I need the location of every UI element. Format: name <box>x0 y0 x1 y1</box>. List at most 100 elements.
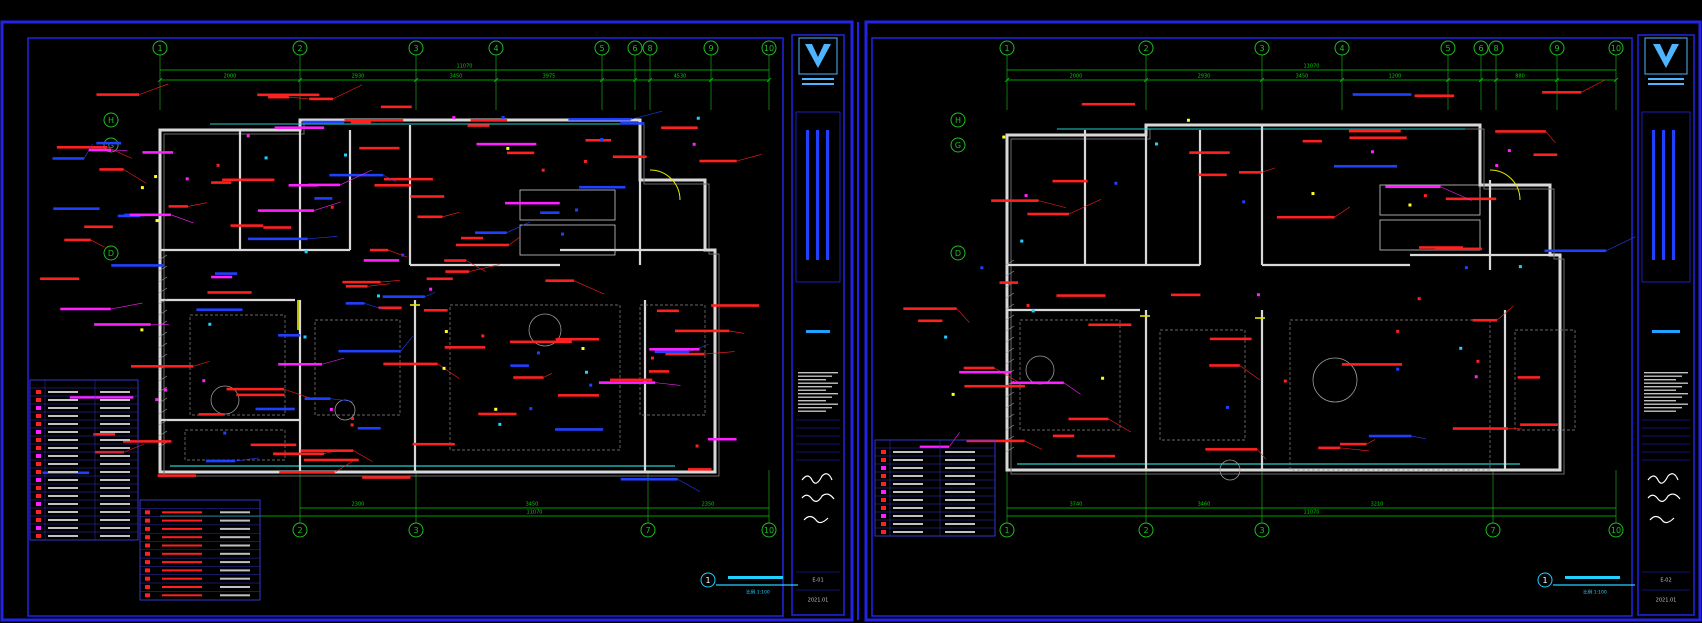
right-layer-red-note-38 <box>1052 434 1075 438</box>
right-layer-device-symbol-3 <box>1155 142 1159 146</box>
left-layer-red-note-7 <box>157 474 197 477</box>
right-layer-dim-bottom-0: 3740 <box>1070 502 1083 508</box>
right-layer-legend-note-6 <box>945 491 975 493</box>
right-layer-note-line-7 <box>1644 396 1682 398</box>
right-layer-wall-hatch-14 <box>1005 413 1015 420</box>
left-layer-furniture-2 <box>639 304 706 416</box>
right-layer-red-note-24 <box>1027 212 1070 216</box>
right-layer-device-symbol-21 <box>1024 193 1028 197</box>
left-layer-red-note-67 <box>444 346 486 349</box>
right-layer-tick-top-4 <box>1445 77 1451 83</box>
right-layer-red-note-21 <box>1495 130 1546 133</box>
left-layer-device-symbol-27 <box>561 232 565 236</box>
left-layer-door-arc <box>649 169 681 201</box>
right-layer-legend-symbol-1 <box>881 450 886 454</box>
right-layer-red-note-28 <box>918 319 943 323</box>
right-layer-legend-text-7 <box>893 499 923 501</box>
right-layer-device-symbol-1 <box>1256 293 1260 297</box>
left-layer-legend-symbol-9 <box>36 454 41 458</box>
left-layer-note-line-0 <box>798 372 838 374</box>
right-layer-wall-hatch-9 <box>1005 358 1015 365</box>
left-layer-red-note-50 <box>309 97 333 101</box>
left-layer-red-note-60 <box>461 236 484 240</box>
left-layer-blue-note-13 <box>329 173 384 177</box>
left-layer-grid-top-4-label: 5 <box>599 44 604 53</box>
right-layer-wall-hatch-8 <box>1005 347 1015 354</box>
right-layer-device-symbol-0 <box>1026 303 1030 307</box>
right-layer-logo-mark <box>1653 44 1679 68</box>
right-layer-red-note-11 <box>1533 153 1558 157</box>
left-layer-red-note-4 <box>426 277 453 281</box>
left-layer-red-note-44 <box>250 443 297 447</box>
right-layer-note-line-1 <box>1644 375 1682 377</box>
left-layer-device-symbol-33 <box>304 250 308 254</box>
left-legend2-note-11 <box>220 594 250 597</box>
right-layer-device-symbol-6 <box>1474 375 1478 379</box>
left-layer-magenta-leader-8 <box>655 382 681 386</box>
left-layer-device-symbol-9 <box>140 328 144 332</box>
left-layer-dim-bottom-2: 2350 <box>702 502 715 508</box>
left-layer-legend-note-3 <box>100 407 130 409</box>
left-layer-magenta-leader-0 <box>110 302 143 310</box>
left-layer-magenta-note-5 <box>307 183 341 187</box>
left-layer-blue-note-11 <box>579 185 626 189</box>
right-layer-tick-top-6 <box>1493 77 1499 83</box>
left-layer-wall-hatch-6 <box>158 320 168 327</box>
left-layer-grid-top-2-label: 3 <box>413 44 418 53</box>
right-layer-grid-top-2-label: 3 <box>1259 44 1264 53</box>
right-layer-dim-top-1: 2930 <box>1198 74 1211 80</box>
left-legend2-note-3 <box>220 527 250 530</box>
left-layer-red-note-15 <box>226 387 285 391</box>
right-layer-grid-bottom-0-label: 1 <box>1004 526 1009 535</box>
left-legend2-symbol-4 <box>145 535 150 540</box>
left-layer-magenta-leader-7 <box>321 357 345 365</box>
left-layer-legend-note-7 <box>100 439 130 441</box>
right-layer-legend-symbol-9 <box>881 514 886 518</box>
right-layer-red-note-4 <box>1349 136 1407 140</box>
left-layer-red-note-47 <box>374 184 411 187</box>
left-layer-red-leader-64 <box>334 458 357 473</box>
right-layer-tick-top-2 <box>1259 77 1265 83</box>
right-layer-device-symbol-5 <box>1283 379 1287 383</box>
left-layer-red-leader-54 <box>123 169 147 184</box>
right-layer-red-note-26 <box>1209 337 1252 341</box>
right-layer-legend-text-5 <box>893 483 923 485</box>
left-legend2-note-9 <box>220 577 250 580</box>
left-layer-legend-note-16 <box>100 511 130 513</box>
right-layer-legend-text-6 <box>893 491 923 493</box>
left-layer-red-leader-13 <box>380 280 400 283</box>
left-layer-tick-top-4 <box>599 77 605 83</box>
right-layer-wall-hatch-4 <box>1005 303 1015 310</box>
left-layer-legend-note-6 <box>100 431 130 433</box>
left-layer-red-note-21 <box>56 146 108 149</box>
left-layer-device-symbol-42 <box>401 253 405 257</box>
right-layer-note-line-4 <box>1644 386 1682 388</box>
right-layer-red-note-23 <box>1238 171 1262 174</box>
right-layer-device-symbol-9 <box>1002 135 1006 139</box>
right-layer-logo-text <box>1648 78 1684 80</box>
right-layer-red-leader-24 <box>1068 198 1102 215</box>
right-layer-magenta-note-2 <box>1385 185 1441 189</box>
left-layer-dim-top-1: 2930 <box>352 74 365 80</box>
left-layer-note-line-2 <box>798 379 826 381</box>
right-layer-wall-hatch-12 <box>1005 391 1015 398</box>
left-layer-red-note-5 <box>687 468 712 471</box>
left-layer-tick-top-3 <box>493 77 499 83</box>
right-layer-furniture-1 <box>1289 319 1491 471</box>
left-layer-blue-leader-18 <box>630 110 663 120</box>
right-layer-red-note-20 <box>1209 364 1240 367</box>
left-layer-legend-note-11 <box>100 471 130 473</box>
left-layer-device-symbol-23 <box>208 322 212 326</box>
left-layer-red-note-13 <box>342 280 381 284</box>
left-layer-blue-note-24 <box>205 459 235 463</box>
left-legend2-text-2 <box>162 519 202 522</box>
left-layer-wall-hatch-8 <box>158 342 168 349</box>
left-layer-blue-note-10 <box>654 350 690 354</box>
right-layer-logo-text-2 <box>1648 83 1684 85</box>
right-layer-note-line-11 <box>1644 410 1676 412</box>
left-layer-red-note-14 <box>222 178 275 182</box>
right-layer-red-note-29 <box>1348 129 1401 133</box>
right-layer-grid-left-2 <box>950 245 966 261</box>
right-layer-red-note-0 <box>963 366 995 370</box>
right-layer-note-line-5 <box>1644 389 1676 391</box>
